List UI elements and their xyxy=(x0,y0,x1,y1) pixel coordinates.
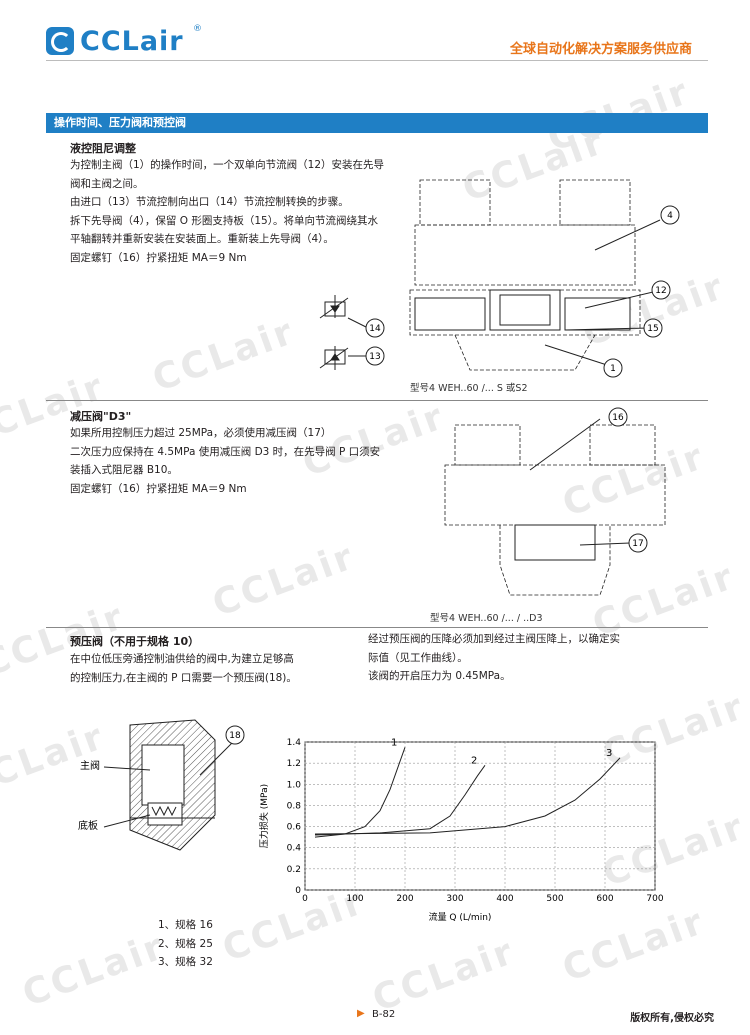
callout-16: 16 xyxy=(612,413,624,423)
callout-15: 15 xyxy=(647,324,658,334)
x-tick-label: 600 xyxy=(596,894,613,904)
callout-12: 12 xyxy=(655,286,666,296)
prefill-heading: 预压阀（不用于规格 10） xyxy=(70,635,200,648)
text-line: 固定螺钉（16）拧紧扭矩 MA＝9 Nm xyxy=(70,251,247,264)
text-line: 二次压力应保持在 4.5MPa 使用减压阀 D3 时，在先导阀 P 口须安 xyxy=(70,445,381,458)
text-line: 阀和主阀之间。 xyxy=(70,177,144,190)
x-tick-label: 500 xyxy=(546,894,563,904)
callout-18: 18 xyxy=(229,731,241,741)
page-arrow-icon: ▶ xyxy=(357,1008,365,1019)
y-tick-label: 1.0 xyxy=(287,780,302,790)
chart-ylabel: 压力损失 (MPa) xyxy=(258,784,270,848)
watermark: CCLair xyxy=(207,535,361,626)
text-line: 在中位低压旁通控制油供给的阀中,为建立足够高 xyxy=(70,653,294,665)
legend-item: 2、规格 25 xyxy=(158,937,213,950)
slogan: 全球自动化解决方案服务供应商 xyxy=(509,42,692,57)
text-line: 际值（见工作曲线）。 xyxy=(368,651,468,664)
chart-frame xyxy=(304,741,656,891)
y-tick-label: 0.6 xyxy=(287,823,302,833)
text-line: 的控制压力,在主阀的 P 口需要一个预压阀(18)。 xyxy=(70,671,297,684)
valve-drawing-1: 4 12 15 1 xyxy=(409,179,680,378)
series-label: 2 xyxy=(471,755,477,766)
y-tick-label: 0.8 xyxy=(287,801,302,811)
x-tick-label: 200 xyxy=(396,894,413,904)
legend-item: 1、规格 16 xyxy=(158,919,213,931)
text-line: 由进口（13）节流控制向出口（14）节流控制转换的步骤。 xyxy=(70,196,349,208)
drawing-caption-1: 型号4 WEH..60 /... S 或S2 xyxy=(410,383,528,394)
text-line: 如果所用控制压力超过 25MPa，必须使用减压阀（17） xyxy=(70,427,332,439)
x-tick-label: 300 xyxy=(446,894,463,904)
logo-icon xyxy=(46,27,74,55)
drawing-caption-2: 型号4 WEH..60 /... / ..D3 xyxy=(430,613,543,624)
callout-1: 1 xyxy=(610,364,616,374)
series-3-line xyxy=(314,757,621,835)
text-line: 固定螺钉（16）拧紧扭矩 MA＝9 Nm xyxy=(70,482,247,495)
reducing-text: 如果所用控制压力超过 25MPa，必须使用减压阀（17） 二次压力应保持在 4.… xyxy=(70,424,380,498)
y-tick-label: 0 xyxy=(295,886,301,896)
registered-mark: ® xyxy=(193,24,202,34)
section-divider xyxy=(46,400,708,401)
text-line: 经过预压阀的压降必须加到经过主阀压降上，以确定实 xyxy=(368,633,620,645)
text-line: 装插入式阻尼器 B10。 xyxy=(70,464,178,476)
prefill-right-text: 经过预压阀的压降必须加到经过主阀压降上，以确定实 际值（见工作曲线）。 该阀的开… xyxy=(368,630,620,686)
y-tick-label: 1.2 xyxy=(287,759,301,769)
section-divider xyxy=(46,627,708,628)
x-tick-label: 700 xyxy=(646,894,663,904)
series-label: 3 xyxy=(606,748,612,759)
series-2-line xyxy=(314,765,486,836)
series-label: 1 xyxy=(391,737,397,748)
reducing-heading: 减压阀"D3" xyxy=(70,410,132,423)
x-tick-label: 400 xyxy=(496,894,513,904)
prefill-valve-drawing: 18 主阀 底板 xyxy=(78,719,245,851)
callout-13: 13 xyxy=(369,352,380,362)
y-tick-label: 0.4 xyxy=(287,844,302,854)
logo-text: CCLair xyxy=(80,26,184,57)
y-tick-label: 1.4 xyxy=(287,738,302,748)
chart-legend: 1、规格 16 2、规格 25 3、规格 32 xyxy=(158,916,213,972)
copyright: 版权所有,侵权必究 xyxy=(630,1013,714,1024)
main-valve-label: 主阀 xyxy=(80,759,100,772)
pressure-loss-chart: 1 2 3 0 100 200 300 400 500 600 700 0 0.2 0.4 0.6 0.8 1… xyxy=(258,737,664,923)
throttle-symbol: 14 13 xyxy=(319,295,385,370)
watermark: CCLair xyxy=(147,310,301,401)
callout-17: 17 xyxy=(632,539,643,549)
y-tick-label: 0.2 xyxy=(287,865,301,875)
text-line: 拆下先导阀（4），保留 O 形圈支持板（15）。将单向节流阀绕其水 xyxy=(70,214,378,227)
damping-text: 为控制主阀（1）的操作时间，一个双单向节流阀（12）安装在先导 阀和主阀之间。 … xyxy=(70,156,384,267)
series-1-line xyxy=(314,747,406,838)
watermark: CCLair xyxy=(17,925,171,1016)
chart-xlabel: 流量 Q (L/min) xyxy=(429,911,492,923)
x-tick-label: 0 xyxy=(302,894,308,904)
damping-heading: 液控阻尼调整 xyxy=(70,142,136,155)
text-line: 为控制主阀（1）的操作时间，一个双单向节流阀（12）安装在先导 xyxy=(70,159,385,171)
section-title: 操作时间、压力阀和预控阀 xyxy=(46,113,708,133)
callout-4: 4 xyxy=(667,211,673,221)
valve-drawing-2: 16 17 xyxy=(444,407,666,596)
base-plate-label: 底板 xyxy=(78,819,98,832)
legend-item: 3、规格 32 xyxy=(158,956,213,968)
watermark: CCLair xyxy=(367,930,521,1021)
text-line: 该阀的开启压力为 0.45MPa。 xyxy=(368,670,511,682)
prefill-left-text: 在中位低压旁通控制油供给的阀中,为建立足够高 的控制压力,在主阀的 P 口需要一… xyxy=(70,650,297,687)
header-divider xyxy=(46,60,708,61)
x-tick-label: 100 xyxy=(346,894,363,904)
page-number: B-82 xyxy=(372,1009,396,1020)
text-line: 平轴翻转并重新安装在安装面上。重新装上先导阀（4）。 xyxy=(70,233,334,245)
callout-14: 14 xyxy=(369,324,381,334)
